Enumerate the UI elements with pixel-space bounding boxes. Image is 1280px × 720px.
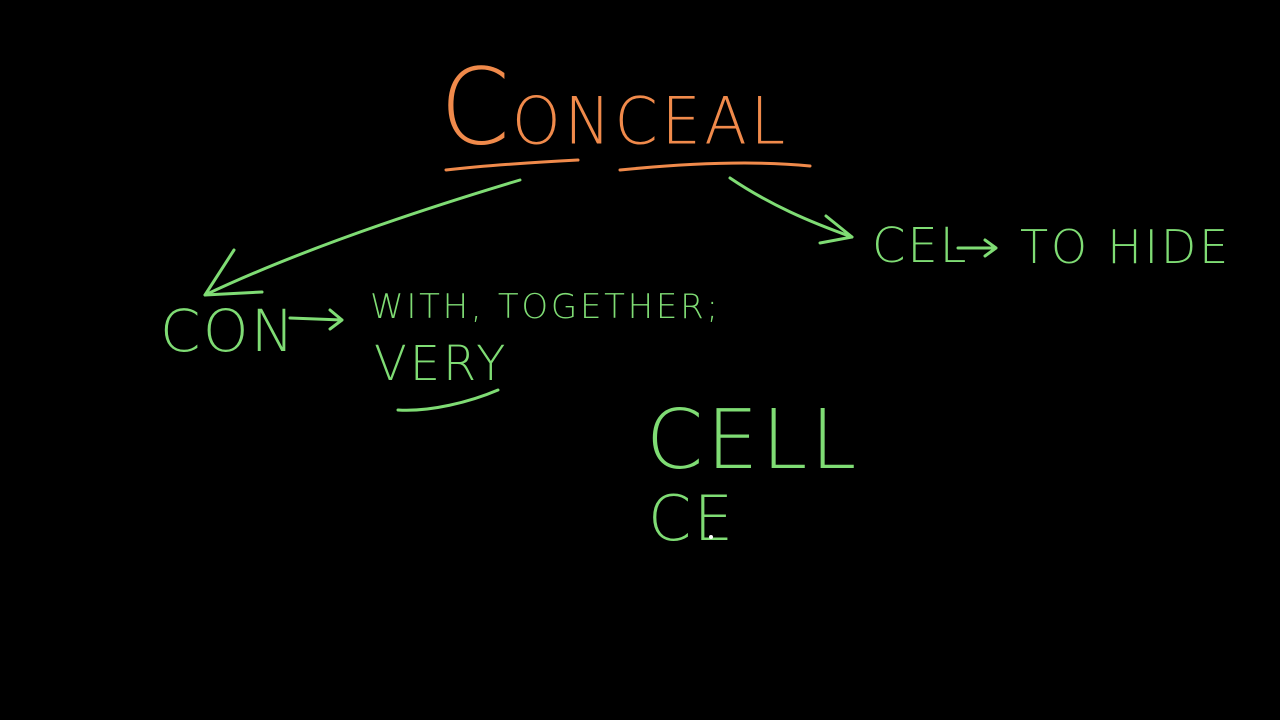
title-rest: ONCEAL	[511, 82, 789, 160]
example-word-partial: CE	[648, 482, 736, 555]
title-word: CONCEAL	[440, 55, 789, 161]
arrow-root-meaning	[956, 238, 998, 258]
title-first-letter: C	[440, 46, 512, 169]
prefix-word: CON	[160, 297, 297, 365]
arrow-to-prefix	[203, 178, 522, 297]
pen-cursor-icon	[709, 535, 713, 539]
example-word-cell: CELL	[646, 393, 860, 488]
root-meaning: TO HIDE	[1020, 220, 1231, 274]
title-underline-left	[444, 158, 580, 172]
arrow-prefix-meaning	[288, 308, 344, 331]
prefix-meaning-line1: WITH, TOGETHER;	[370, 287, 721, 327]
arrow-to-root	[728, 176, 854, 239]
prefix-meaning-line2: VERY	[374, 336, 509, 392]
title-underline-right	[618, 161, 812, 172]
root-word: CEL	[872, 218, 969, 274]
very-underline	[396, 388, 500, 412]
arrow-to-root-head	[818, 214, 854, 245]
arrow-to-prefix-head	[203, 248, 264, 297]
